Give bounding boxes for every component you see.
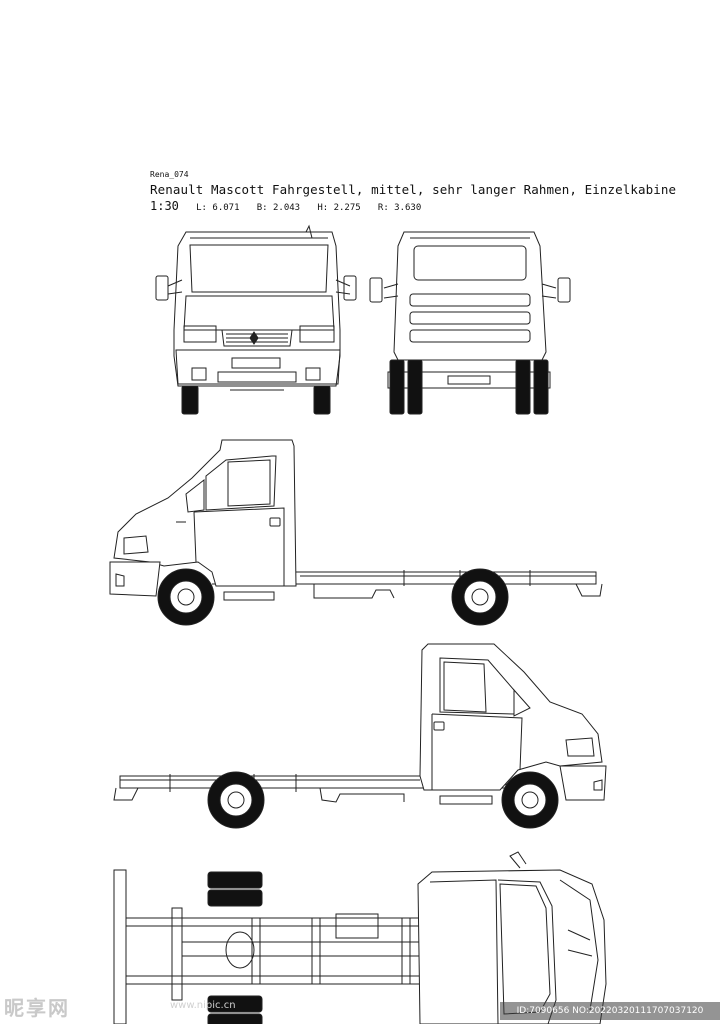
height-value: H: 2.275: [317, 203, 361, 213]
width-value: B: 2.043: [256, 203, 301, 213]
drawing-title: Renault Mascott Fahrgestell, mittel, seh…: [150, 182, 677, 197]
side-view-right: [113, 643, 607, 829]
side-view-left: [109, 439, 603, 626]
scale-label: 1:30: [150, 199, 179, 213]
top-view: [113, 851, 607, 1024]
watermark-id: ID:7090656 NO:20220320111707037120: [500, 1002, 720, 1020]
front-view: [155, 224, 357, 415]
drawing-code: Rena_074: [150, 170, 189, 179]
watermark-site: www.nipic.cn: [170, 1000, 236, 1011]
wheelbase-value: R: 3.630: [377, 203, 422, 213]
spec-line: 1:30 L: 6.071 B: 2.043 H: 2.275 R: 3.630: [150, 199, 421, 213]
length-value: L: 6.071: [196, 203, 240, 213]
rear-view: [369, 231, 571, 415]
watermark-brand: 昵享网: [4, 996, 70, 1020]
